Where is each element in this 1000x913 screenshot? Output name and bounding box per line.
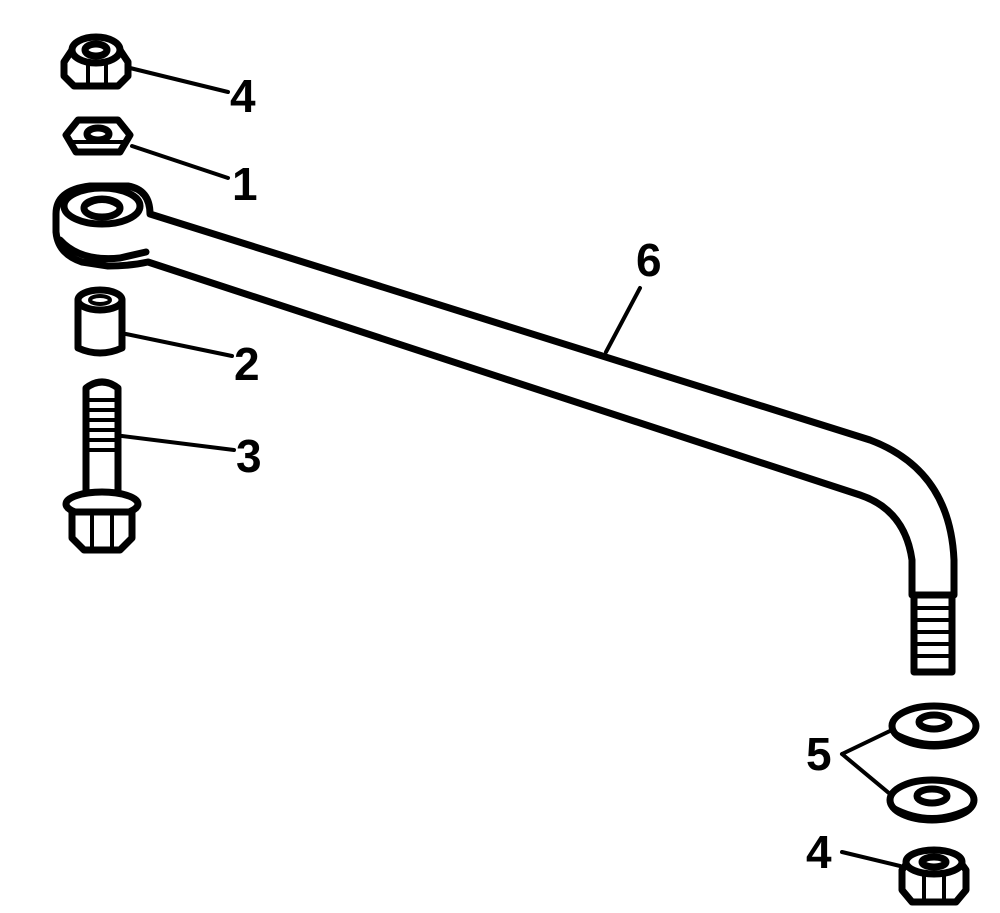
leader-washers-upper <box>840 728 894 756</box>
leader-spacer <box>124 332 234 358</box>
callout-washer-top: 1 <box>232 158 258 210</box>
leader-washer-top <box>130 144 230 180</box>
callout-bolt: 3 <box>236 430 262 482</box>
lock-nut-bottom <box>898 846 970 906</box>
leader-nut-bottom <box>840 850 902 868</box>
leader-link-rod <box>604 286 642 354</box>
lock-nut-top <box>60 33 132 90</box>
flat-washer-lower <box>886 776 978 824</box>
flat-washer-upper <box>888 702 980 750</box>
spacer <box>74 286 126 357</box>
leader-bolt <box>120 434 236 452</box>
link-rod <box>52 182 958 676</box>
flange-bolt <box>62 378 142 554</box>
callout-nut-bottom: 4 <box>806 826 832 878</box>
callout-nut-top: 4 <box>230 70 256 122</box>
washer-top <box>62 116 134 156</box>
leader-washers-lower <box>840 752 892 796</box>
callout-link-rod: 6 <box>636 234 662 286</box>
callout-washers-bottom: 5 <box>806 728 832 780</box>
callout-spacer: 2 <box>234 338 260 390</box>
leader-nut-top <box>128 66 230 94</box>
